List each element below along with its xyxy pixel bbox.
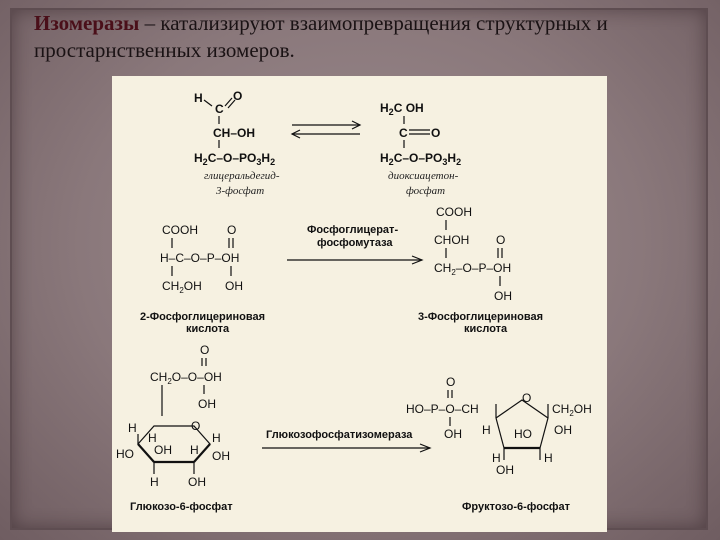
svg-text:OH: OH [494,289,512,303]
svg-text:O: O [191,419,200,433]
svg-text:C: C [399,126,408,140]
dihydroxyacetone-phosphate-structure: H2C OH C O H2C–O–PO3H2 [380,101,461,167]
svg-text:O: O [200,343,209,357]
svg-text:H: H [212,431,221,445]
svg-text:OH: OH [554,423,572,437]
title-rest: – катализируют взаимопревращения структу… [34,11,608,62]
svg-text:CH2OH: CH2OH [162,279,202,295]
svg-text:H2C–O–PO3H2: H2C–O–PO3H2 [194,151,275,167]
enzyme-phosphoglycerate-mutase-1: Фосфоглицерат- [307,224,398,236]
isomerase-reactions-figure: H C O CH–OH H2C–O–PO3H2 глицеральдегид- … [116,89,592,513]
diagram-panel: H C O CH–OH H2C–O–PO3H2 глицеральдегид- … [112,76,607,532]
svg-text:O: O [431,126,440,140]
reaction-arrow-2 [287,255,424,265]
svg-text:COOH: COOH [436,205,472,219]
svg-text:H2C–O–PO3H2: H2C–O–PO3H2 [380,151,461,167]
caption-2-phosphoglyceric-acid-1: 2-Фосфоглицериновая [140,311,265,323]
svg-text:OH: OH [496,463,514,477]
glucose-6-phosphate-structure: O CH2O–O–OH OH O H H HO OH H H OH H OH [116,343,230,489]
label-glyceraldehyde-2: 3-фосфат [215,185,264,197]
svg-text:HO: HO [514,427,532,441]
3-phosphoglycerate-structure: COOH CHOH O CH2–O–P–OH OH [434,205,512,303]
svg-text:O: O [522,391,531,405]
svg-text:O: O [496,233,505,247]
svg-text:OH: OH [444,427,462,441]
svg-text:H–C–O–P–OH: H–C–O–P–OH [160,251,239,265]
svg-text:H: H [544,451,553,465]
svg-text:CH–OH: CH–OH [213,126,255,140]
svg-text:H: H [194,91,203,105]
svg-text:CH2–O–P–OH: CH2–O–P–OH [434,261,511,277]
svg-text:COOH: COOH [162,223,198,237]
svg-text:H: H [150,475,159,489]
glyceraldehyde-3-phosphate-structure: H C O CH–OH H2C–O–PO3H2 [194,89,275,167]
svg-text:OH: OH [212,449,230,463]
label-glyceraldehyde-1: глицеральдегид- [204,170,280,182]
caption-3-phosphoglyceric-acid-1: 3-Фосфоглицериновая [418,311,543,323]
enzyme-glucose-phosphate-isomerase: Глюкозофосфатизомераза [266,429,413,441]
equilibrium-arrows-1 [290,120,362,139]
svg-text:HO: HO [116,447,134,461]
bond [203,99,213,107]
label-dihydroxyacetone-2: фосфат [406,185,445,197]
svg-text:C: C [215,102,224,116]
svg-text:O: O [233,89,242,103]
svg-text:CHOH: CHOH [434,233,469,247]
svg-text:OH: OH [188,475,206,489]
svg-text:H: H [492,451,501,465]
svg-text:OH: OH [198,397,216,411]
svg-text:O: O [446,375,455,389]
fructose-6-phosphate-structure: O HO–P–O–CH CH2OH OH O H HO OH H OH H [406,375,592,477]
svg-text:H2C OH: H2C OH [380,101,424,117]
svg-text:OH: OH [154,443,172,457]
svg-text:H: H [482,423,491,437]
svg-text:CH2O–O–OH: CH2O–O–OH [150,370,222,386]
caption-glucose-6-phosphate: Глюкозо-6-фосфат [130,501,233,513]
svg-text:H: H [190,443,199,457]
svg-text:CH2OH: CH2OH [552,402,592,418]
svg-text:H: H [128,421,137,435]
enzyme-phosphoglycerate-mutase-2: фосфомутаза [317,237,393,249]
reaction-arrow-3 [262,443,432,453]
title-highlight: Изомеразы [34,11,140,35]
svg-text:HO–P–O–CH: HO–P–O–CH [406,402,479,416]
caption-2-phosphoglyceric-acid-2: кислота [186,323,230,335]
svg-text:OH: OH [225,279,243,293]
label-dihydroxyacetone-1: диоксиацетон- [388,170,459,182]
slide-title: Изомеразы – катализируют взаимопревращен… [34,10,674,64]
caption-3-phosphoglyceric-acid-2: кислота [464,323,508,335]
svg-text:O: O [227,223,236,237]
caption-fructose-6-phosphate: Фруктозо-6-фосфат [462,501,571,513]
2-phosphoglycerate-structure: COOH O H–C–O–P–OH CH2OH OH [160,223,243,295]
svg-text:H: H [148,431,157,445]
